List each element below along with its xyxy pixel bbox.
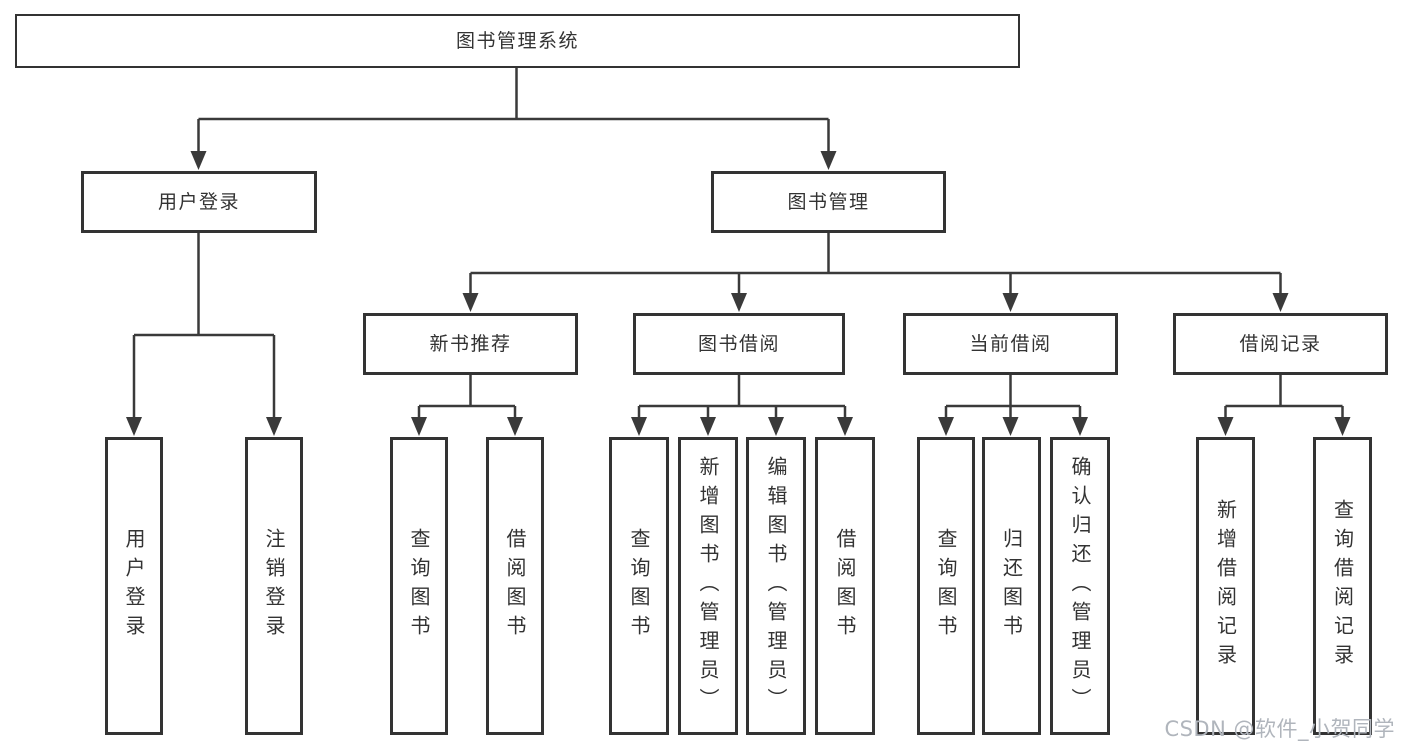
node-book-borrow-label: 图书借阅 bbox=[697, 332, 780, 355]
leaf-add-borrow-record: 新增借阅记录 bbox=[1196, 437, 1255, 735]
arrow-down-icon bbox=[507, 417, 523, 436]
leaf-confirm-return-admin-label: 确认归还（管理员） bbox=[1068, 455, 1092, 717]
leaf-query-borrow-record: 查询借阅记录 bbox=[1313, 437, 1372, 735]
leaf-confirm-return-admin: 确认归还（管理员） bbox=[1050, 437, 1110, 735]
node-borrow-records: 借阅记录 bbox=[1173, 313, 1388, 375]
arrow-down-icon bbox=[411, 417, 427, 436]
arrow-down-icon bbox=[1272, 293, 1289, 312]
leaf-borrow-books-recommend: 借阅图书 bbox=[486, 437, 544, 735]
leaf-query-books-borrow-label: 查询图书 bbox=[627, 528, 651, 644]
leaf-return-books-label: 归还图书 bbox=[999, 528, 1024, 644]
leaf-query-borrow-record-label: 查询借阅记录 bbox=[1330, 499, 1355, 673]
node-borrow-records-label: 借阅记录 bbox=[1239, 332, 1322, 355]
leaf-edit-book-admin-label: 编辑图书（管理员） bbox=[764, 455, 788, 717]
leaf-query-books-recommend: 查询图书 bbox=[390, 437, 448, 735]
leaf-query-books-current: 查询图书 bbox=[917, 437, 975, 735]
leaf-logout-label: 注销登录 bbox=[262, 528, 286, 644]
leaf-query-books-borrow: 查询图书 bbox=[609, 437, 669, 735]
arrow-down-icon bbox=[1334, 417, 1351, 436]
arrow-down-icon bbox=[631, 417, 647, 436]
arrow-down-icon bbox=[190, 151, 207, 170]
leaf-add-book-admin-label: 新增图书（管理员） bbox=[696, 455, 720, 717]
arrow-down-icon bbox=[700, 417, 716, 436]
node-book-management-label: 图书管理 bbox=[787, 190, 870, 213]
arrow-down-icon bbox=[1002, 293, 1019, 312]
node-current-borrow: 当前借阅 bbox=[903, 313, 1118, 375]
node-book-management: 图书管理 bbox=[711, 171, 946, 233]
arrow-down-icon bbox=[1072, 417, 1088, 436]
arrow-down-icon bbox=[266, 417, 282, 436]
leaf-add-book-admin: 新增图书（管理员） bbox=[678, 437, 738, 735]
leaf-user-login-label: 用户登录 bbox=[122, 528, 146, 644]
arrow-down-icon bbox=[1002, 417, 1019, 436]
node-new-book-recommend-label: 新书推荐 bbox=[429, 332, 512, 355]
leaf-add-borrow-record-label: 新增借阅记录 bbox=[1213, 499, 1238, 673]
connector-path bbox=[132, 68, 1344, 422]
arrow-down-icon bbox=[731, 293, 747, 312]
node-user-login: 用户登录 bbox=[81, 171, 317, 233]
arrow-down-icon bbox=[837, 417, 853, 436]
leaf-borrow-books-borrow-label: 借阅图书 bbox=[833, 528, 857, 644]
node-new-book-recommend: 新书推荐 bbox=[363, 313, 578, 375]
arrow-down-icon bbox=[768, 417, 784, 436]
leaf-edit-book-admin: 编辑图书（管理员） bbox=[746, 437, 806, 735]
arrowheads bbox=[126, 151, 1351, 436]
arrow-down-icon bbox=[126, 417, 142, 436]
arrow-down-icon bbox=[820, 151, 837, 170]
arrow-down-icon bbox=[938, 417, 954, 436]
leaf-logout: 注销登录 bbox=[245, 437, 303, 735]
node-current-borrow-label: 当前借阅 bbox=[969, 332, 1052, 355]
node-user-login-label: 用户登录 bbox=[157, 190, 240, 213]
leaf-borrow-books-recommend-label: 借阅图书 bbox=[503, 528, 527, 644]
leaf-query-books-current-label: 查询图书 bbox=[934, 528, 958, 644]
leaf-return-books: 归还图书 bbox=[982, 437, 1041, 735]
leaf-user-login: 用户登录 bbox=[105, 437, 163, 735]
arrow-down-icon bbox=[462, 293, 479, 312]
arrow-down-icon bbox=[1217, 417, 1234, 436]
node-root-label: 图书管理系统 bbox=[455, 29, 579, 52]
leaf-query-books-recommend-label: 查询图书 bbox=[407, 528, 431, 644]
leaf-borrow-books-borrow: 借阅图书 bbox=[815, 437, 875, 735]
csdn-watermark: CSDN @软件_小贺同学 bbox=[1164, 717, 1395, 741]
node-book-borrow: 图书借阅 bbox=[633, 313, 845, 375]
node-root: 图书管理系统 bbox=[15, 14, 1020, 68]
